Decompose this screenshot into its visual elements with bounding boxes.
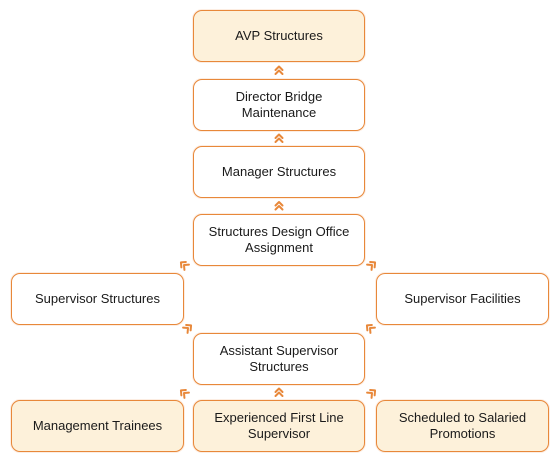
node-director-bridge-maintenance[interactable]: Director Bridge Maintenance — [193, 79, 365, 131]
node-experienced-first-line-supervisor[interactable]: Experienced First Line Supervisor — [193, 400, 365, 452]
node-manager-structures[interactable]: Manager Structures — [193, 146, 365, 198]
connector-design-supervisor-facilities — [366, 260, 377, 271]
node-label: Scheduled to Salaried Promotions — [398, 410, 527, 441]
node-label: Structures Design Office Assignment — [208, 224, 350, 255]
node-label: Experienced First Line Supervisor — [214, 410, 344, 441]
node-supervisor-structures[interactable]: Supervisor Structures — [11, 273, 184, 325]
node-label: Assistant Supervisor Structures — [219, 343, 339, 374]
connector-design-supervisor-structures — [179, 260, 190, 271]
node-label: AVP Structures — [235, 28, 323, 43]
node-scheduled-to-salaried-promotions[interactable]: Scheduled to Salaried Promotions — [376, 400, 549, 452]
node-management-trainees[interactable]: Management Trainees — [11, 400, 184, 452]
node-label: Supervisor Structures — [35, 291, 160, 306]
node-label: Supervisor Facilities — [404, 291, 521, 306]
connector-supervisor-facilities-assistant — [365, 323, 376, 334]
connector-supervisor-structures-assistant — [182, 323, 193, 334]
connector-assistant-promotions — [366, 388, 377, 399]
connector-director-manager — [274, 133, 284, 143]
node-supervisor-facilities[interactable]: Supervisor Facilities — [376, 273, 549, 325]
connector-assistant-trainees — [179, 388, 190, 399]
connector-avp-director — [274, 65, 284, 75]
connector-manager-design — [274, 201, 284, 211]
node-avp-structures[interactable]: AVP Structures — [193, 10, 365, 62]
node-label: Management Trainees — [32, 418, 163, 433]
connector-assistant-experienced — [274, 387, 284, 397]
node-assistant-supervisor-structures[interactable]: Assistant Supervisor Structures — [193, 333, 365, 385]
node-label: Director Bridge Maintenance — [235, 89, 323, 120]
node-label: Manager Structures — [221, 164, 337, 179]
node-structures-design-office-assignment[interactable]: Structures Design Office Assignment — [193, 214, 365, 266]
